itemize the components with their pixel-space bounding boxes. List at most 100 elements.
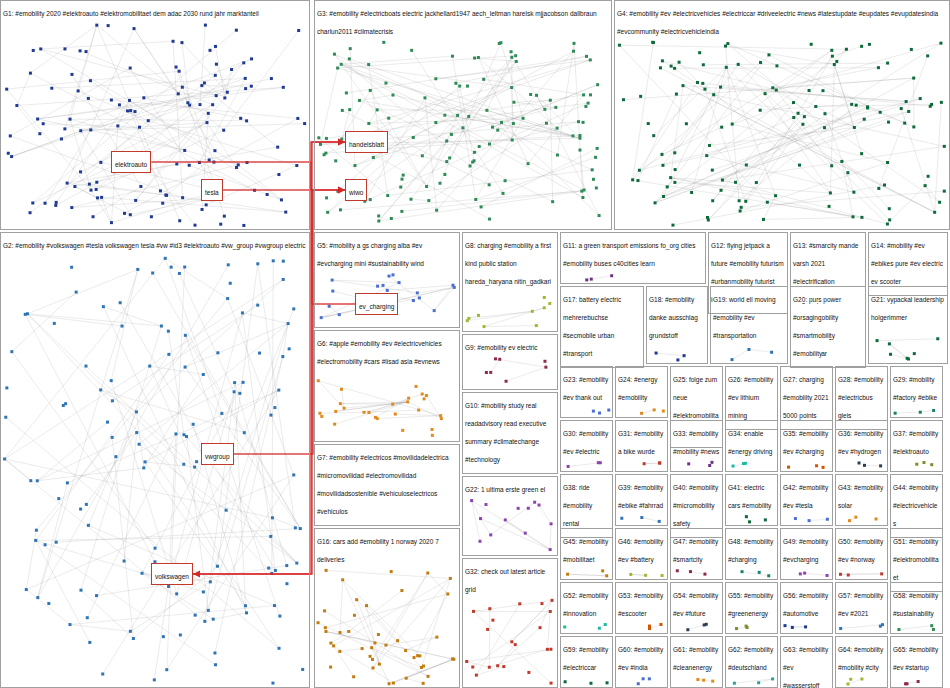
vertex-square (324, 626, 327, 629)
tie-line (235, 383, 287, 566)
group-header: G43: #emobility solar (838, 484, 883, 509)
vertex-square (369, 89, 372, 92)
vertex-label-wrap: vwgroup (205, 445, 230, 463)
vertex-square (731, 123, 734, 126)
tie-line (708, 91, 823, 220)
vertex-square (658, 520, 661, 523)
tie-line (70, 25, 97, 119)
tie-line (137, 433, 279, 649)
tie-line (349, 59, 573, 136)
vertex-square (685, 122, 688, 125)
vertex-square (604, 623, 607, 626)
vertex-square (377, 633, 380, 636)
tie-line (12, 78, 246, 156)
vertex-square (274, 569, 277, 572)
vertex-label: vwgroup (205, 453, 230, 460)
vertex-square (10, 350, 13, 353)
vertex-square (435, 209, 438, 212)
vertex-square (551, 599, 554, 602)
group-header: G31: #emobility a bike wurde (618, 430, 663, 455)
tie-line (271, 536, 297, 563)
vertex-square (422, 682, 425, 685)
vertex-square (376, 285, 379, 288)
vertex-square (128, 99, 131, 102)
vertex-square (676, 358, 679, 361)
vertex-square (328, 305, 331, 308)
vertex-square (815, 464, 818, 467)
group-header-wrap: G4: #emobility #ev #electricvehicles #el… (615, 1, 949, 39)
vertex-square (535, 324, 538, 327)
vertex-square (160, 325, 163, 328)
vertex-square (421, 154, 424, 157)
vertex-square (280, 198, 283, 201)
vertex-square (198, 103, 201, 106)
vertex-square (123, 560, 126, 563)
vertex-square (242, 61, 245, 64)
tie-line (343, 580, 389, 684)
group-header-wrap: G3: #emobility #electricboats electric j… (315, 1, 611, 39)
group-header: G57: #emobility #ev #2021 (838, 592, 883, 617)
tie-line (487, 95, 584, 110)
vertex-square (471, 161, 474, 164)
vertex-square (333, 53, 336, 56)
tie-line (225, 70, 232, 98)
vertex-square (392, 682, 395, 685)
vertex-square (119, 301, 122, 304)
group-header-wrap: G31: #emobility a bike wurde (616, 421, 667, 459)
group-header-wrap: G32: check out latest article grid (463, 559, 557, 597)
vertex-square (303, 122, 306, 125)
vertex-square (87, 97, 90, 100)
tie-line (837, 49, 847, 61)
vertex-square (875, 517, 878, 520)
vertex-square (930, 463, 933, 466)
tie-line (377, 416, 440, 419)
vertex-square (88, 183, 91, 186)
tie-line (496, 359, 546, 367)
vertex-square (907, 110, 910, 113)
tie-line (511, 57, 512, 140)
tie-line (88, 412, 136, 525)
vertex-square (353, 614, 356, 617)
vertex-square (660, 153, 663, 156)
vertex-square (540, 602, 543, 605)
vertex-square (126, 109, 129, 112)
vertex-square (764, 92, 767, 95)
vertex-square (919, 97, 922, 100)
vertex-square (491, 126, 494, 129)
vertex-square (850, 103, 853, 106)
tie-line (355, 88, 512, 166)
tie-line (215, 46, 224, 97)
vertex-square (387, 275, 390, 278)
vertex-square (590, 278, 593, 281)
vertex-square (808, 519, 811, 522)
vertex-square (201, 208, 204, 211)
vertex-square (597, 461, 600, 464)
tie-line (72, 198, 207, 207)
tie-line (639, 50, 831, 170)
vertex-square (68, 623, 71, 626)
vertex-square (605, 574, 608, 577)
vertex-square (374, 416, 377, 419)
tie-line (7, 71, 179, 89)
group-header-wrap: G26: #emobility #ev lithium mining (726, 367, 777, 423)
vertex-square (653, 408, 656, 411)
tie-line (101, 390, 245, 433)
vertex-square (440, 417, 443, 420)
vertex-square (550, 522, 553, 525)
vertex-square (631, 178, 634, 181)
vertex-square (273, 604, 276, 607)
vertex-square (36, 479, 39, 482)
vertex-square (423, 96, 426, 99)
tie-line (671, 178, 853, 217)
vertex-square (876, 339, 879, 342)
vertex-square (142, 466, 145, 469)
vertex-square (894, 412, 897, 415)
group-header-wrap: G61: #emobility #cleanenergy (671, 637, 722, 675)
vertex-square (242, 381, 245, 384)
tie-line (228, 299, 294, 475)
vertex-square (879, 625, 882, 628)
vertex-square (747, 348, 750, 351)
group-header-wrap: G62: #emobility #deutschland (726, 637, 777, 675)
vertex-square (512, 122, 515, 125)
vertex-square (606, 681, 609, 684)
